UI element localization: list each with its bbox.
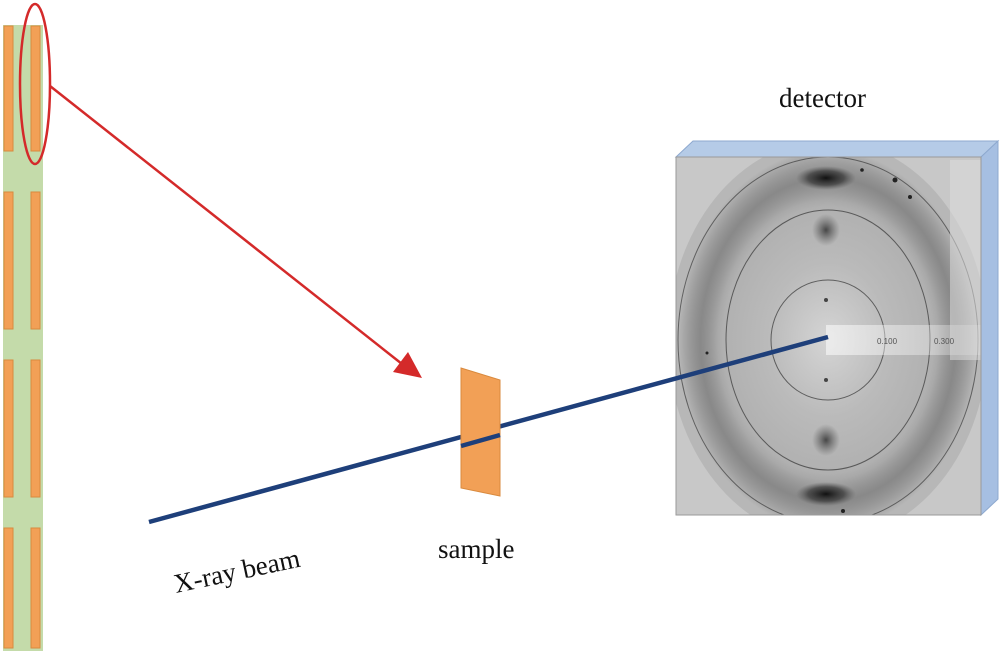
sample-label: sample (438, 534, 514, 564)
reflection-spot (812, 214, 840, 246)
specimen-segment (3, 25, 14, 152)
specimen-segment (3, 527, 14, 649)
detector-label: detector (779, 83, 866, 113)
detector-face: 0.100 0.300 (676, 157, 981, 515)
specimen-segment (30, 527, 41, 649)
specimen-segment (30, 25, 41, 152)
sample (460, 367, 501, 497)
detector-frame-side (980, 139, 999, 517)
detector: 0.100 0.300 (674, 139, 1000, 517)
beam-label: X-ray beam (171, 543, 303, 599)
specimen-segment (30, 191, 41, 330)
specimen-strip (3, 25, 43, 651)
reflection-spot (796, 166, 856, 190)
reflection-spot (812, 424, 840, 456)
specimen-segment (30, 359, 41, 498)
detector-frame-top (674, 140, 1000, 158)
specimen-segment (3, 359, 14, 498)
specimen-segment (3, 191, 14, 330)
detector-scale-label: 0.300 (934, 337, 955, 346)
callout-arrowhead (393, 352, 422, 378)
callout-ellipse (18, 2, 52, 166)
sample-plate (460, 367, 501, 497)
callout-arrow (18, 2, 422, 378)
detector-scale-label: 0.100 (877, 337, 898, 346)
callout-line (49, 85, 403, 365)
reflection-spot (796, 482, 856, 506)
